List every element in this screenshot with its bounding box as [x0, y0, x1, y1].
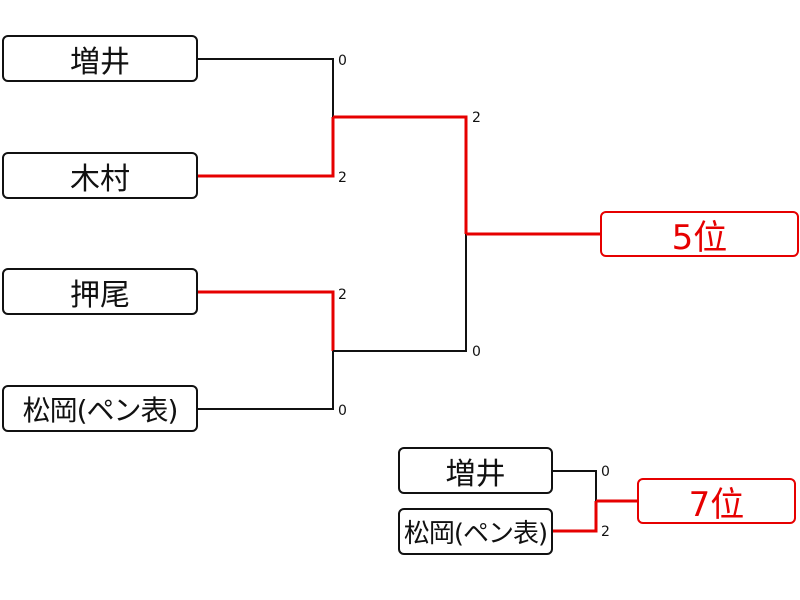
line-7th-matsuoka-win	[553, 501, 598, 533]
score-final-top: 2	[472, 110, 481, 126]
score-masui-r1: 0	[338, 53, 347, 69]
line-masui-r1	[198, 58, 334, 117]
score-oshio-r1: 2	[338, 287, 347, 303]
line-7th-masui	[553, 470, 597, 501]
score-final-bottom: 0	[472, 344, 481, 360]
line-matsuoka-r1	[198, 351, 334, 410]
line-final-top-win	[333, 115, 468, 234]
result-box-7th: 7位	[637, 478, 796, 525]
score-7th-masui: 0	[601, 464, 610, 480]
player-box-7th-matsuoka: 松岡(ペン表)	[398, 508, 553, 555]
line-final-bottom	[333, 234, 467, 352]
score-matsuoka-r1: 0	[338, 403, 347, 419]
player-box-7th-masui: 増井	[398, 447, 553, 494]
player-box-matsuoka: 松岡(ペン表)	[2, 385, 198, 432]
player-box-oshio: 押尾	[2, 268, 198, 315]
result-box-5th: 5位	[600, 211, 799, 258]
player-box-masui: 増井	[2, 35, 198, 82]
score-7th-matsuoka: 2	[601, 524, 610, 540]
player-box-kimura: 木村	[2, 152, 198, 199]
score-kimura-r1: 2	[338, 170, 347, 186]
line-kimura-r1-win	[198, 117, 335, 178]
line-oshio-r1-win	[198, 290, 335, 351]
